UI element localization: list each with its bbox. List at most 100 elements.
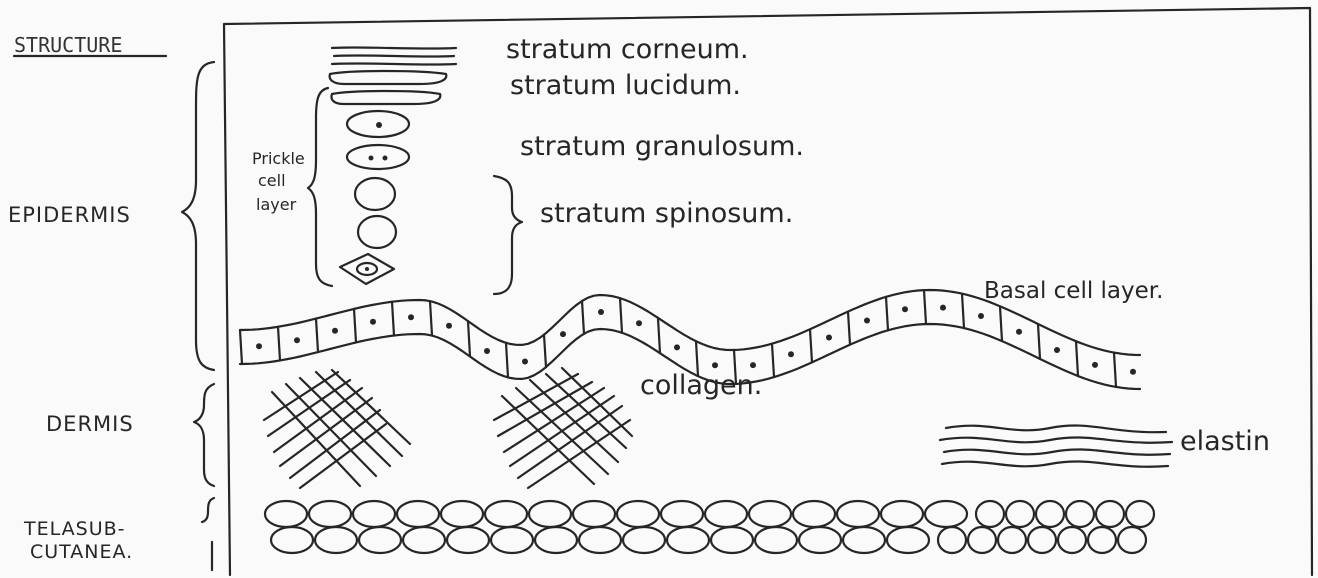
basal-cell-wall (240, 330, 242, 364)
subcutanea-label-1: TELASUB- (23, 518, 126, 540)
fat-cell (491, 527, 533, 553)
collagen-label: collagen. (640, 370, 762, 401)
fat-cell (755, 527, 797, 553)
epidermis-brace (182, 62, 214, 370)
fat-cell (799, 527, 841, 553)
stratum-corneum-label: stratum corneum. (506, 34, 749, 65)
collagen-mesh-left (264, 370, 410, 488)
subcutanea-label-2: CUTANEA. (30, 541, 133, 563)
fat-cell (881, 501, 923, 527)
structure-heading: STRUCTURE (14, 33, 122, 57)
fat-cell (359, 527, 401, 553)
fat-cell (938, 527, 966, 553)
basal-cell-nucleus (446, 323, 452, 329)
fat-cell (1118, 527, 1146, 553)
fat-cell (1066, 501, 1094, 527)
fat-cell (353, 501, 395, 527)
fat-cell (667, 527, 709, 553)
basal-cell-nucleus (1054, 347, 1060, 353)
spinosum-brace (494, 176, 522, 294)
basal-cell-nucleus (522, 359, 528, 365)
basal-cell-nucleus (484, 348, 490, 354)
fat-cell (315, 527, 357, 553)
fat-cell (887, 527, 929, 553)
fat-cell (579, 527, 621, 553)
dermis-brace (194, 384, 214, 486)
basal-cell-wall (354, 309, 356, 343)
basal-cell-wall (430, 301, 432, 336)
fat-cell (535, 527, 577, 553)
basal-cell-wall (1114, 353, 1116, 387)
elastin-fibres (940, 426, 1172, 467)
fat-cell (925, 501, 967, 527)
basal-cell-nucleus (978, 313, 984, 319)
epidermis-label: EPIDERMIS (8, 203, 131, 227)
basal-cell-wall (620, 298, 622, 333)
basal-layer-label: Basal cell layer. (984, 278, 1163, 304)
basal-cell-wall (316, 319, 318, 353)
basal-cell-nucleus (1130, 369, 1136, 375)
fat-cell (843, 527, 885, 553)
fat-cell (529, 501, 571, 527)
fat-cell (749, 501, 791, 527)
basal-cell-nucleus (826, 335, 832, 341)
basal-cell-wall (810, 329, 812, 362)
basal-cell-nucleus (332, 328, 338, 334)
basal-cell-wall (1000, 306, 1002, 341)
basal-cell-nucleus (788, 351, 794, 357)
basal-cell-nucleus (1092, 362, 1098, 368)
basal-cell-nucleus (864, 318, 870, 324)
stratum-lucidum-label: stratum lucidum. (510, 70, 741, 101)
basal-cell-nucleus (370, 319, 376, 325)
basal-cell-wall (468, 321, 470, 356)
fat-cell (661, 501, 703, 527)
stratum-spinosum-nucleus (365, 267, 369, 271)
fat-cell (617, 501, 659, 527)
fat-cell (1006, 501, 1034, 527)
basal-cell-wall (544, 335, 546, 367)
basal-cell-wall (392, 302, 394, 336)
fat-cell (1088, 527, 1116, 553)
fat-cell (705, 501, 747, 527)
basal-cell-nucleus (1016, 329, 1022, 335)
basal-cell-nucleus (636, 320, 642, 326)
basal-cell-nucleus (902, 306, 908, 312)
collagen-mesh-right (494, 368, 632, 488)
basal-cell-wall (582, 301, 584, 334)
prickle-label-3: layer (256, 195, 297, 214)
prickle-bracket (308, 88, 332, 286)
basal-cell-wall (924, 290, 926, 324)
basal-cell-nucleus (750, 362, 756, 368)
fat-cell (1126, 501, 1154, 527)
stratum-lucidum-cells (330, 71, 447, 104)
basal-cell-wall (1076, 341, 1078, 376)
basal-cell-nucleus (408, 314, 414, 320)
subcutanea-brace (202, 498, 214, 570)
basal-cell-nucleus (674, 344, 680, 350)
fat-cell (265, 501, 307, 527)
subcutaneous-fat-cells (265, 501, 1154, 553)
fat-cell (1096, 501, 1124, 527)
fat-cell (998, 527, 1026, 553)
stratum-granulosum-cells (347, 111, 409, 169)
basal-cell-wall (658, 318, 660, 353)
fat-cell (403, 527, 445, 553)
fat-cell (485, 501, 527, 527)
basal-cell-nucleus (294, 337, 300, 343)
basal-cell-wall (506, 343, 508, 378)
stratum-granulosum-label: stratum granulosum. (520, 131, 804, 162)
basal-cell-wall (848, 312, 850, 345)
basal-cell-nucleus (598, 309, 604, 315)
prickle-label-1: Prickle (252, 149, 305, 168)
basal-cell-wall (278, 327, 280, 361)
fat-cell (397, 501, 439, 527)
basal-cell-wall (886, 297, 888, 330)
fat-cell (793, 501, 835, 527)
fat-cell (623, 527, 665, 553)
basal-cell-wall (1038, 324, 1040, 359)
prickle-label-2: cell (258, 171, 286, 190)
fat-cell (447, 527, 489, 553)
fat-cell (1058, 527, 1086, 553)
basal-cell-nucleus (256, 343, 262, 349)
